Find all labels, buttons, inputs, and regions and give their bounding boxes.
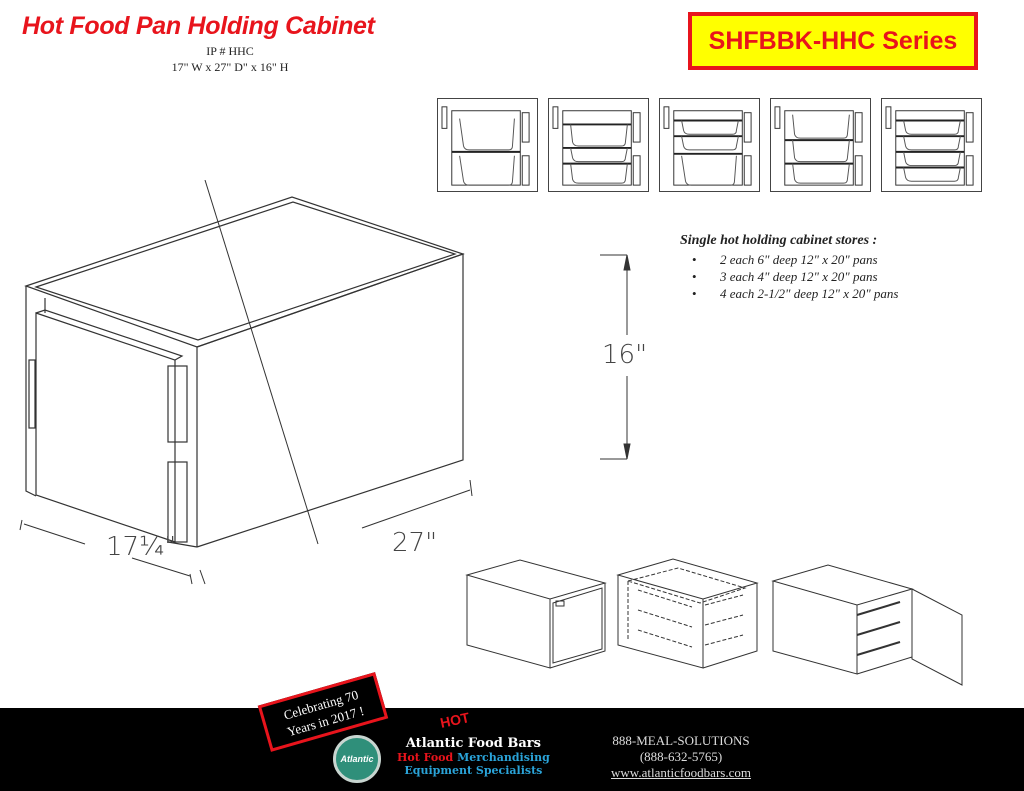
config-thumbnail-2 <box>548 98 649 192</box>
depth-dimension-label: 27" <box>392 528 438 558</box>
dimensions-text: 17" W x 27" D" x 16" H <box>171 60 289 74</box>
config-thumbnail-4 <box>770 98 871 192</box>
tagline-equipment: Equipment Specialists <box>404 764 543 777</box>
capacity-heading: Single hot holding cabinet stores : <box>680 233 878 248</box>
config-thumbnail-5 <box>881 98 982 192</box>
height-dimension-label: 16" <box>602 340 648 370</box>
ip-number: IP # HHC <box>206 44 254 58</box>
page-title: Hot Food Pan Holding Cabinet <box>22 12 375 40</box>
capacity-item: 2 each 6" deep 12" x 20" pans <box>680 251 898 268</box>
cabinet-views-row <box>465 558 963 686</box>
capacity-item: 3 each 4" deep 12" x 20" pans <box>680 268 898 285</box>
config-thumbnail-3 <box>659 98 760 192</box>
cabinet-isometric-drawing <box>19 180 631 585</box>
series-badge-label: SHFBBK-HHC Series <box>708 26 958 55</box>
footer-bar <box>0 708 1024 791</box>
brand-block: Atlantic Food Bars Hot Food Merchandisin… <box>397 736 550 777</box>
atlantic-logo-icon: Atlantic <box>333 735 381 783</box>
width-dimension-label: 17¼" <box>106 532 177 562</box>
phone-word: 888-MEAL-SOLUTIONS <box>612 733 750 748</box>
capacity-list: Single hot holding cabinet stores : 2 ea… <box>680 233 898 302</box>
brand-name: Atlantic Food Bars <box>405 736 541 751</box>
configuration-thumbnails <box>437 98 982 192</box>
tagline-hot-food: Hot Food <box>397 751 454 764</box>
capacity-item: 4 each 2-1/2" deep 12" x 20" pans <box>680 285 898 302</box>
contact-block: 888-MEAL-SOLUTIONS (888-632-5765) www.at… <box>606 733 756 781</box>
website-link[interactable]: www.atlanticfoodbars.com <box>611 765 751 780</box>
phone-number: (888-632-5765) <box>639 749 723 764</box>
series-badge: SHFBBK-HHC Series <box>688 12 978 70</box>
config-thumbnail-1 <box>437 98 538 192</box>
tagline-merchandising: Merchandising <box>457 751 550 764</box>
